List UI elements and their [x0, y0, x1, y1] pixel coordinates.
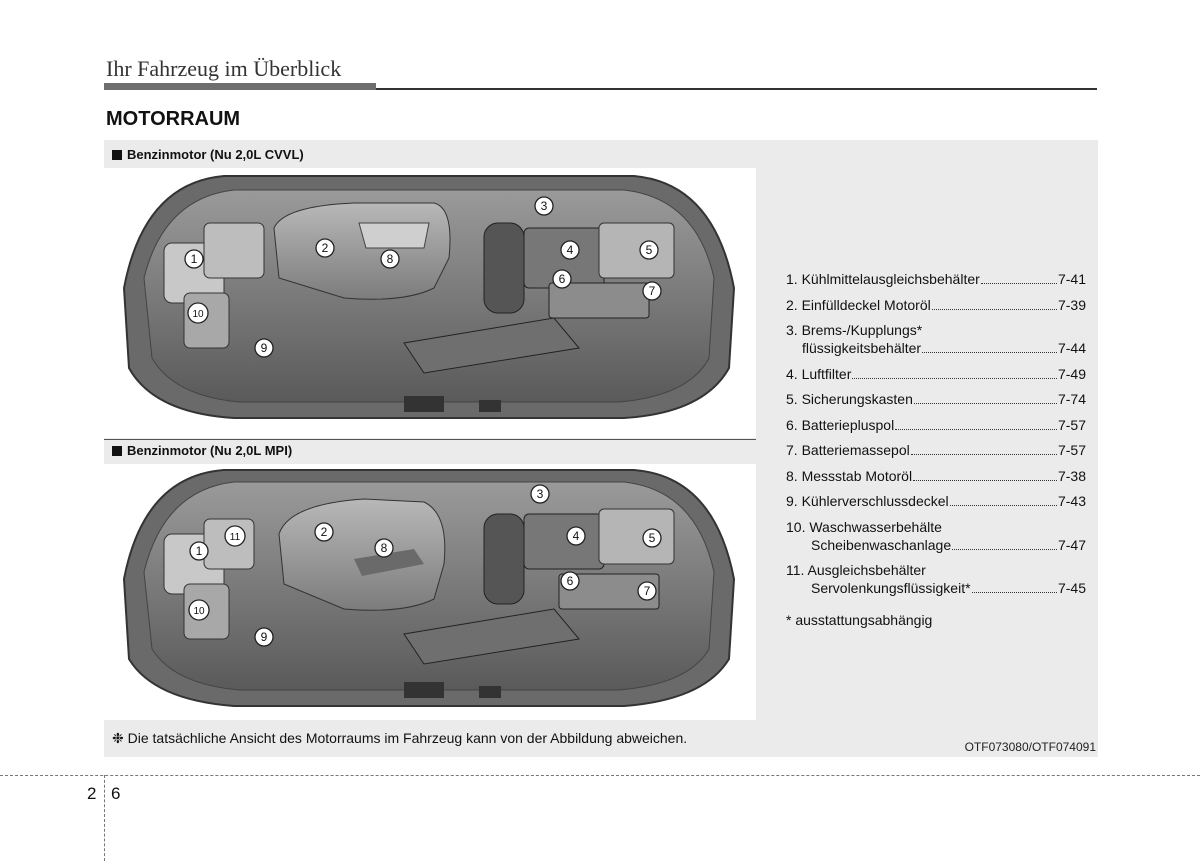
svg-text:10: 10: [193, 606, 205, 617]
svg-text:5: 5: [649, 531, 656, 545]
callout-11: 11: [224, 525, 246, 547]
callout-7: 7: [637, 581, 657, 601]
callout-10: 10: [187, 302, 209, 324]
svg-text:9: 9: [261, 341, 268, 355]
svg-text:6: 6: [559, 272, 566, 286]
callout-5: 5: [639, 240, 659, 260]
callout-2: 2: [314, 522, 334, 542]
callout-4: 4: [566, 526, 586, 546]
page-footer-rule: [0, 775, 1200, 776]
callout-5: 5: [642, 528, 662, 548]
callout-2: 2: [315, 238, 335, 258]
svg-text:8: 8: [387, 252, 394, 266]
callout-10: 10: [188, 599, 210, 621]
footnote: ❉ Die tatsächliche Ansicht des Motorraum…: [112, 730, 688, 746]
header-rule: [376, 88, 1097, 90]
callout-6: 6: [560, 571, 580, 591]
engine-2-callouts: 1 2 3 4 5 6 7 8 9 10 11: [188, 484, 662, 647]
callout-3: 3: [534, 196, 554, 216]
callout-1: 1: [189, 541, 209, 561]
svg-text:6: 6: [567, 574, 574, 588]
svg-text:1: 1: [196, 544, 203, 558]
svg-text:3: 3: [541, 199, 548, 213]
section-title: MOTORRAUM: [106, 108, 241, 130]
svg-text:7: 7: [649, 284, 656, 298]
callout-3: 3: [530, 484, 550, 504]
svg-text:1: 1: [191, 252, 198, 266]
svg-text:8: 8: [381, 541, 388, 555]
divider: [104, 439, 756, 440]
page-number: 6: [111, 784, 121, 803]
callout-1: 1: [184, 249, 204, 269]
square-bullet-icon: [112, 446, 122, 456]
legend-item: 10. Waschwasserbehälte Scheibenwaschanla…: [786, 518, 1086, 553]
chapter-number: 2: [87, 784, 97, 803]
svg-text:5: 5: [646, 243, 653, 257]
callout-6: 6: [552, 269, 572, 289]
engine-2-label: Benzinmotor (Nu 2,0L MPI): [127, 443, 293, 458]
header-bar: [104, 83, 376, 90]
legend-item: 11. Ausgleichsbehälter Servolenkungsflüs…: [786, 562, 1086, 596]
legend-note: * ausstattungsabhängig: [786, 612, 933, 628]
engine-2-illustration: 1 2 3 4 5 6 7 8 9 10 11: [104, 464, 756, 720]
callout-8: 8: [380, 249, 400, 269]
engine-1-label: Benzinmotor (Nu 2,0L CVVL): [127, 147, 304, 162]
page-footer-divider: [104, 775, 105, 861]
svg-text:10: 10: [192, 309, 204, 320]
svg-text:2: 2: [321, 525, 328, 539]
svg-text:3: 3: [537, 487, 544, 501]
engine-1-illustration: 1 2 3 4 5 6 7 8 9 10: [104, 168, 756, 438]
svg-text:4: 4: [573, 529, 580, 543]
svg-text:2: 2: [322, 241, 329, 255]
svg-text:11: 11: [230, 532, 241, 543]
callout-4: 4: [560, 240, 580, 260]
header-title: Ihr Fahrzeug im Überblick: [106, 56, 342, 81]
figure-code: OTF073080/OTF074091: [964, 740, 1096, 754]
svg-text:7: 7: [644, 584, 651, 598]
legend-item: 3. Brems-/Kupplungs* flüssigkeitsbehälte…: [786, 322, 1086, 356]
callout-8: 8: [374, 538, 394, 558]
callout-9: 9: [254, 338, 274, 358]
engine-1-callouts: 1 2 3 4 5 6 7 8 9 10: [184, 196, 662, 358]
callout-9: 9: [254, 627, 274, 647]
square-bullet-icon: [112, 150, 122, 160]
svg-text:4: 4: [567, 243, 574, 257]
engine-1-heading: Benzinmotor (Nu 2,0L CVVL): [112, 147, 304, 162]
engine-2-heading: Benzinmotor (Nu 2,0L MPI): [112, 443, 292, 458]
callout-7: 7: [642, 281, 662, 301]
svg-text:9: 9: [261, 630, 268, 644]
